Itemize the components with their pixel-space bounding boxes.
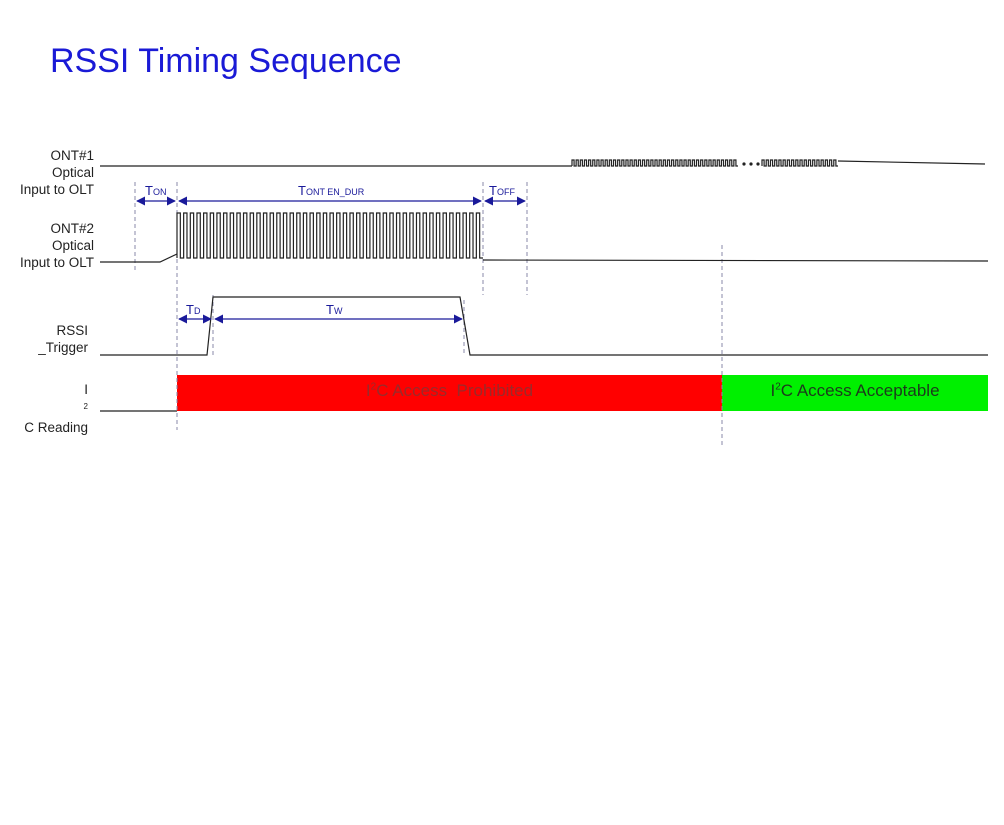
t-on-label: TON (145, 183, 166, 198)
i2c-prohibited-label: I2C Access Prohibited (365, 381, 534, 400)
timing-arrows (136, 196, 526, 324)
ont2-signal (100, 212, 989, 263)
t-off-label: TOFF (489, 183, 515, 198)
dashed-guides (134, 182, 723, 445)
i2c-acceptable-label: I2C Access Acceptable (770, 381, 940, 400)
t-ont-en-dur-label: TONT EN_DUR (298, 183, 365, 198)
ont1-signal (100, 159, 986, 167)
page-title: RSSI Timing Sequence (50, 42, 402, 80)
signal-label-rssi-trigger: RSSI _Trigger (38, 323, 88, 355)
t-d-label: TD (186, 302, 201, 317)
i2c-acceptable-bar (722, 375, 988, 411)
rssi-trigger-signal (100, 296, 988, 356)
ont1-ellipsis (742, 162, 760, 166)
i2c-prohibited-bar (177, 375, 722, 411)
t-w-label: TW (326, 302, 343, 317)
